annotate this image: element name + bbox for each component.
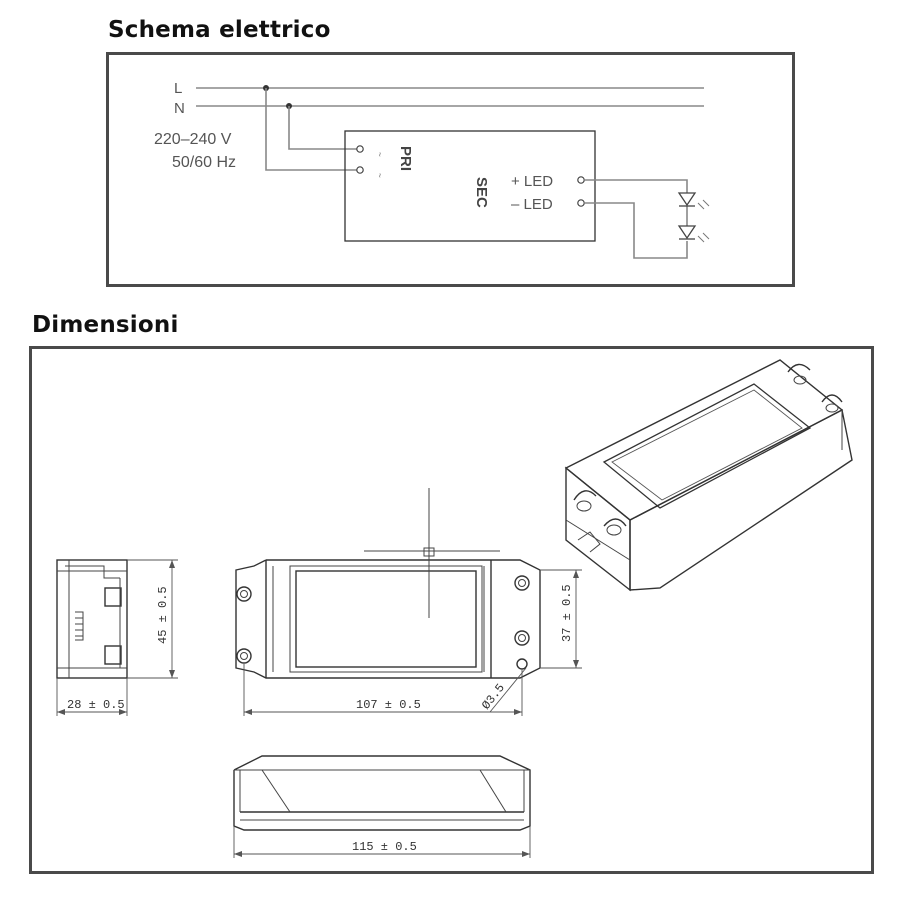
frequency-label: 50/60 Hz <box>172 154 236 171</box>
side-height-dim: 45 ± 0.5 <box>156 586 170 644</box>
front-view <box>233 755 531 858</box>
wire-n-to-driver <box>288 106 360 150</box>
voltage-label: 220–240 V <box>154 131 232 148</box>
terminal-mark-1: ~ <box>375 152 384 157</box>
primary-label: PRI <box>397 146 414 171</box>
secondary-label: SEC <box>473 177 490 208</box>
wire-led-minus <box>585 202 688 259</box>
line-n-label: N <box>174 100 185 117</box>
side-view <box>56 559 178 716</box>
terminal-pri-1 <box>356 145 364 153</box>
line-l-label: L <box>174 80 182 97</box>
hole-diameter-dim: Ø3.5 <box>479 681 508 712</box>
terminal-led-minus <box>577 199 585 207</box>
led-diode-icon <box>677 192 710 210</box>
top-view <box>235 488 582 716</box>
wire-l-to-driver <box>265 88 360 171</box>
dimensions-frame <box>29 346 874 874</box>
terminal-led-plus <box>577 176 585 184</box>
led-plus-label: + LED <box>511 173 553 190</box>
wire-led-plus <box>585 179 688 193</box>
schema-frame <box>106 52 795 287</box>
led-minus-label: – LED <box>511 196 553 213</box>
isometric-view <box>564 359 853 592</box>
top-length-dim: 107 ± 0.5 <box>356 698 421 712</box>
terminal-mark-2: ~ <box>375 173 384 178</box>
terminal-pri-2 <box>356 166 364 174</box>
dimensions-title: Dimensioni <box>32 312 179 338</box>
front-length-dim: 115 ± 0.5 <box>352 840 417 854</box>
schema-title: Schema elettrico <box>108 17 331 43</box>
side-width-dim: 28 ± 0.5 <box>67 698 125 712</box>
led-diode-icon <box>677 225 710 243</box>
top-height-dim: 37 ± 0.5 <box>560 584 574 642</box>
driver-box <box>344 130 596 242</box>
